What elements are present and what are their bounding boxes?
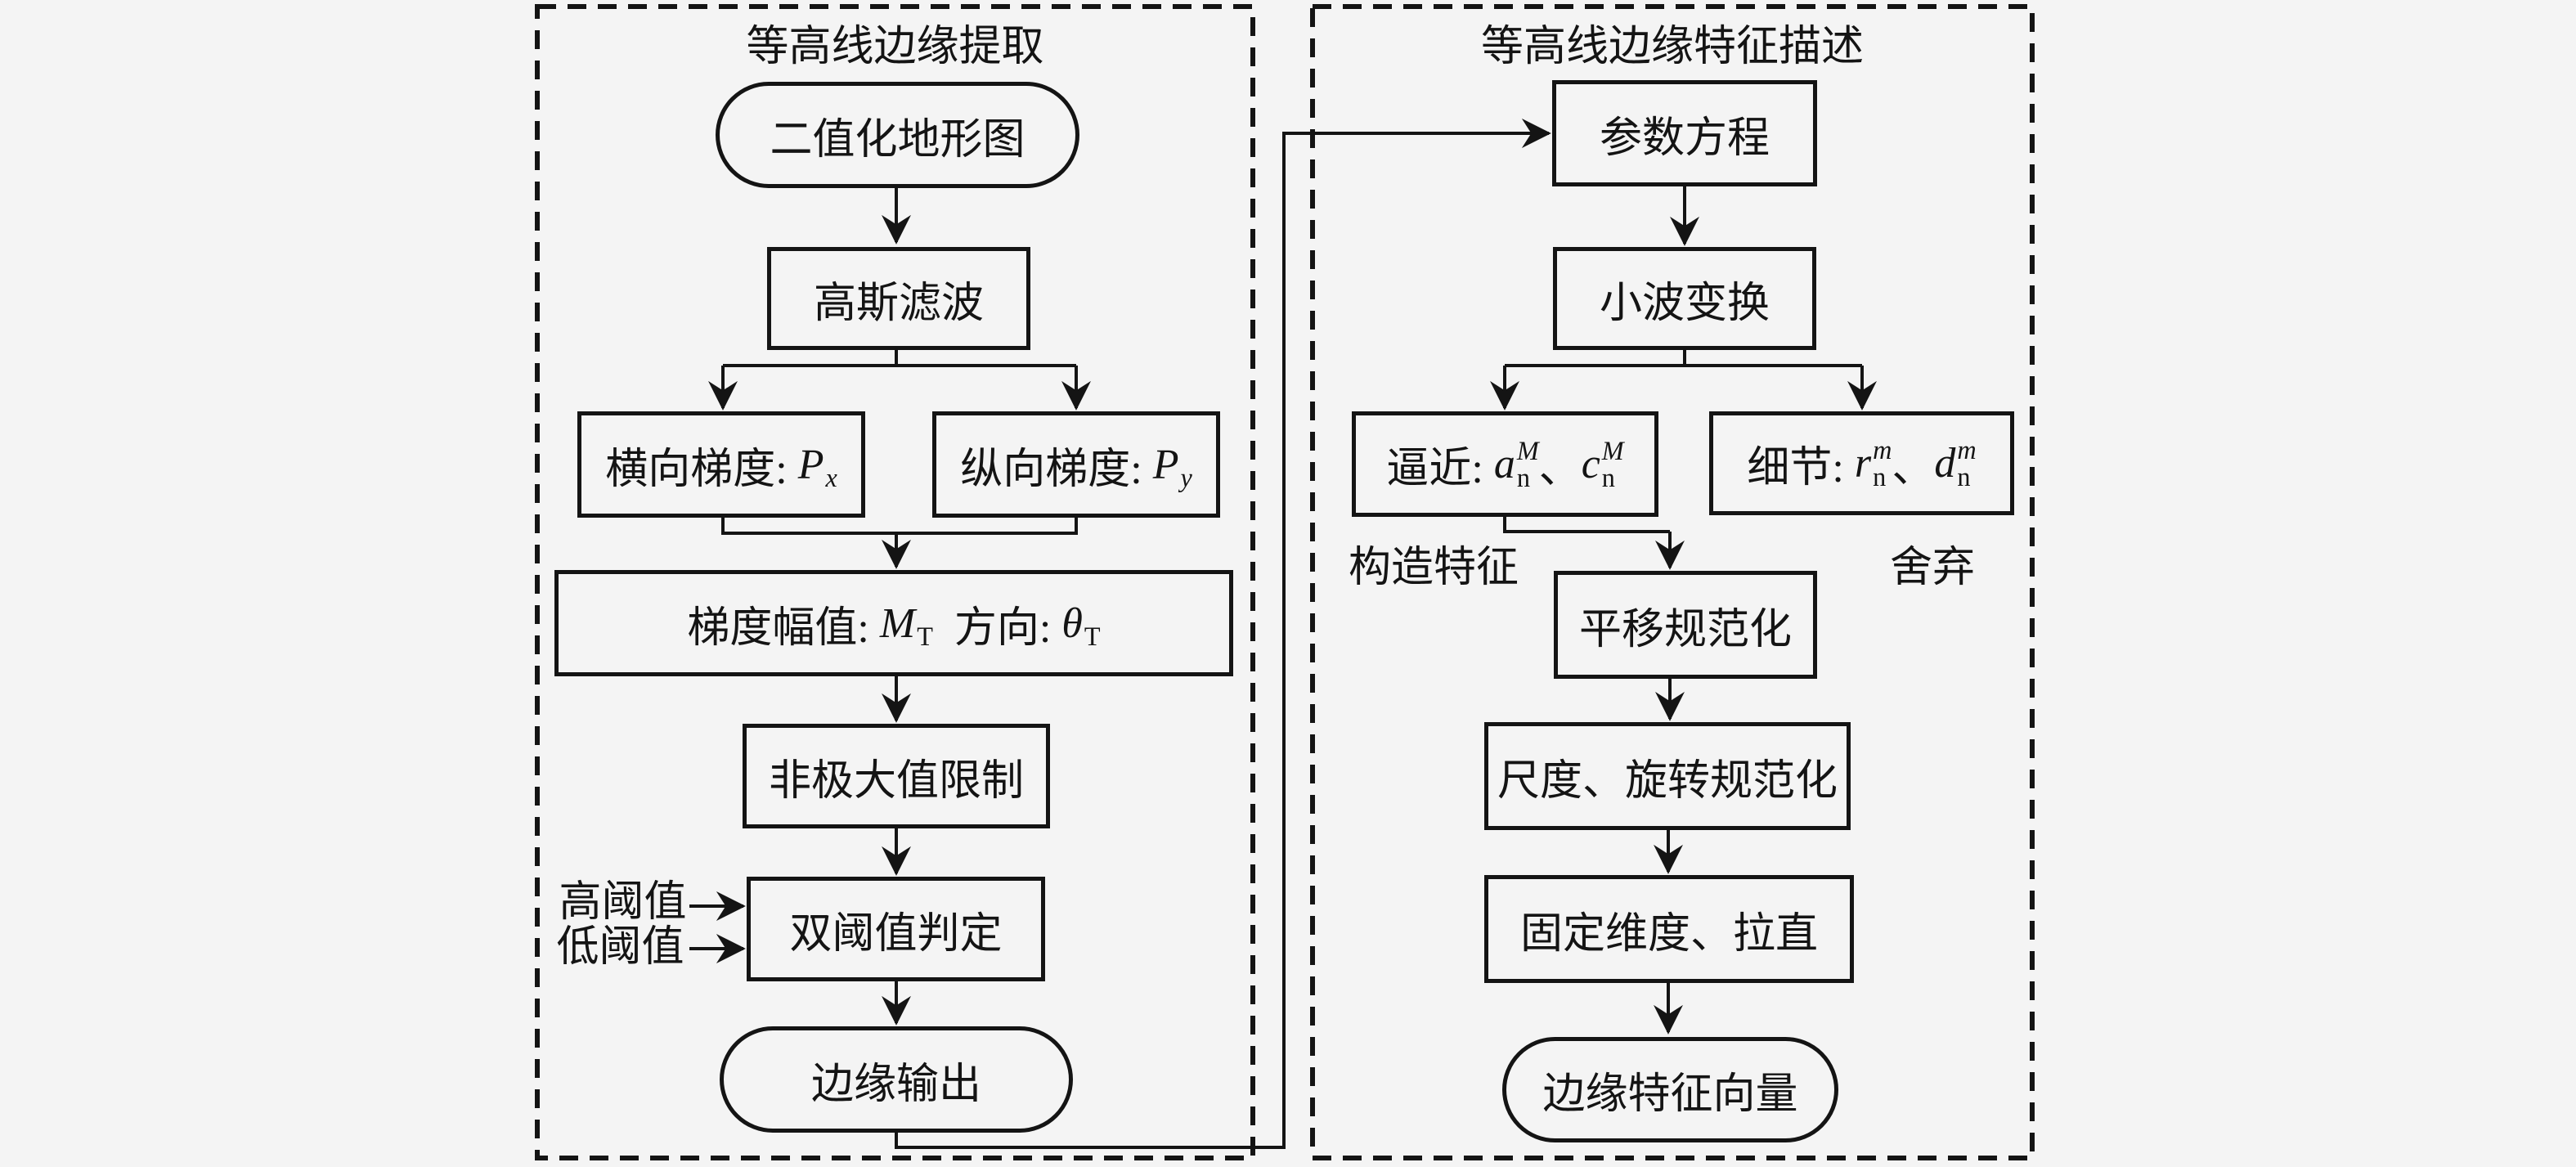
node-scale-rotation-normalization: 尺度、旋转规范化 bbox=[1484, 722, 1851, 830]
node-label-text: 尺度、旋转规范化 bbox=[1497, 757, 1838, 805]
script-stack: y bbox=[1180, 463, 1192, 492]
node-label-text: M bbox=[879, 599, 916, 647]
left-panel-frame bbox=[535, 4, 1255, 1160]
node-wavelet-transform: 小波变换 bbox=[1553, 247, 1816, 350]
node-edge-feature-vector: 边缘特征向量 bbox=[1502, 1037, 1838, 1142]
node-label-text: c bbox=[1581, 441, 1600, 487]
node-label-text: 梯度幅值: bbox=[687, 604, 880, 652]
label-high-threshold: 高阈值 bbox=[559, 879, 687, 926]
node-label-text: 、 bbox=[1538, 446, 1582, 492]
node-label-text: 边缘特征向量 bbox=[1542, 1071, 1798, 1118]
label-discard: 舍弃 bbox=[1889, 545, 1975, 591]
node-gaussian-filter: 高斯滤波 bbox=[767, 247, 1030, 350]
script-stack: x bbox=[825, 463, 837, 492]
node-label-text: 平移规范化 bbox=[1578, 606, 1792, 653]
right-panel-title: 等高线边缘特征描述 bbox=[1480, 24, 1864, 70]
node-translation-normalization: 平移规范化 bbox=[1554, 571, 1817, 679]
node-double-threshold-decision: 双阈值判定 bbox=[747, 877, 1045, 981]
node-label-text: 双阈值判定 bbox=[789, 910, 1003, 958]
node-label-text: 纵向梯度: bbox=[960, 446, 1153, 493]
node-label-text: 高斯滤波 bbox=[813, 280, 984, 327]
node-parametric-equation: 参数方程 bbox=[1552, 80, 1817, 186]
node-label-text: 非极大值限制 bbox=[768, 757, 1024, 805]
left-panel-title: 等高线边缘提取 bbox=[746, 24, 1044, 70]
node-label-text: 二值化地形图 bbox=[770, 116, 1025, 164]
node-label-text: r bbox=[1854, 440, 1872, 487]
node-label-text: θ bbox=[1061, 599, 1083, 647]
node-horizontal-gradient: 横向梯度: P x bbox=[577, 411, 865, 518]
node-label-text: 、 bbox=[1892, 445, 1935, 491]
node-label-text: a bbox=[1493, 441, 1515, 487]
node-label-text: 参数方程 bbox=[1599, 114, 1770, 162]
connector-14 bbox=[895, 119, 1551, 1149]
node-label-text: 固定维度、拉直 bbox=[1519, 910, 1818, 958]
node-label-text: 边缘输出 bbox=[810, 1061, 981, 1108]
script-stack: T bbox=[1084, 622, 1101, 651]
node-label-text: P bbox=[797, 441, 824, 488]
node-label-text: d bbox=[1934, 440, 1956, 487]
node-vertical-gradient: 纵向梯度: P y bbox=[932, 411, 1220, 518]
label-construct-feature: 构造特征 bbox=[1348, 545, 1519, 591]
node-binary-terrain-map: 二值化地形图 bbox=[716, 82, 1079, 188]
node-fix-dimension-straighten: 固定维度、拉直 bbox=[1484, 875, 1854, 983]
label-low-threshold: 低阈值 bbox=[556, 924, 684, 971]
script-stack: T bbox=[917, 622, 933, 651]
node-label-text: 方向: bbox=[932, 604, 1062, 652]
node-label-text: 横向梯度: bbox=[605, 446, 798, 493]
node-edge-output: 边缘输出 bbox=[720, 1026, 1073, 1133]
node-label-text: 小波变换 bbox=[1599, 280, 1770, 327]
node-label-text: 逼近: bbox=[1386, 446, 1494, 492]
node-label-text: P bbox=[1152, 441, 1179, 488]
node-non-maximum-suppression: 非极大值限制 bbox=[743, 724, 1050, 828]
node-gradient-magnitude-direction: 梯度幅值: M T 方向: θ T bbox=[554, 570, 1233, 676]
node-label-text: 细节: bbox=[1747, 445, 1855, 491]
